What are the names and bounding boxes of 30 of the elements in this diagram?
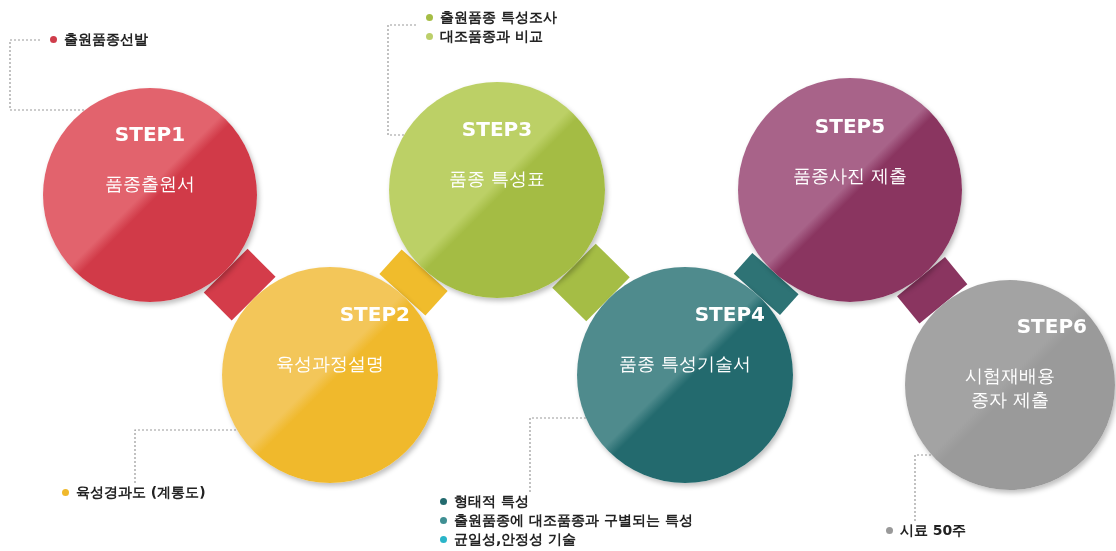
bullet-note: 대조품종과 비교: [424, 27, 596, 45]
connector-band: [897, 256, 968, 324]
step-title: 품종사진 제출: [793, 163, 907, 188]
connector-band: [552, 243, 630, 322]
connector-band: [733, 252, 799, 315]
bullet-note: 시료 50주: [884, 521, 976, 539]
bullet-note: 출원품종 특성조사: [424, 8, 596, 26]
step-label: STEP5: [814, 113, 886, 138]
step-title: 품종 특성표: [449, 166, 545, 191]
connector-band: [379, 249, 448, 316]
step-label: STEP6: [1016, 313, 1087, 338]
bullet-note: 출원품종에 대조품종과 구별되는 특성: [438, 511, 740, 529]
step-label: STEP1: [114, 122, 186, 147]
bullet-note: 균일성,안정성 기술: [438, 530, 740, 548]
leader-line: [134, 429, 238, 484]
step-label: STEP4: [694, 301, 765, 326]
step-title: 시험재배용 종자 제출: [964, 363, 1056, 412]
bullet-note: 육성경과도 (계통도): [60, 483, 242, 501]
step-title: 품종 특성기술서: [619, 351, 751, 376]
bullet-note: 출원품종선발: [48, 30, 190, 48]
connector-band: [203, 248, 276, 321]
step-title: 육성과정설명: [276, 351, 384, 376]
leader-line: [529, 417, 587, 493]
step-label: STEP2: [339, 301, 410, 326]
step-title: 품종출원서: [105, 172, 195, 197]
leader-line: [914, 454, 933, 522]
bullet-note: 형태적 특성: [438, 492, 740, 510]
leader-line: [387, 24, 417, 136]
step-label: STEP3: [461, 116, 533, 141]
leader-line: [9, 39, 86, 111]
